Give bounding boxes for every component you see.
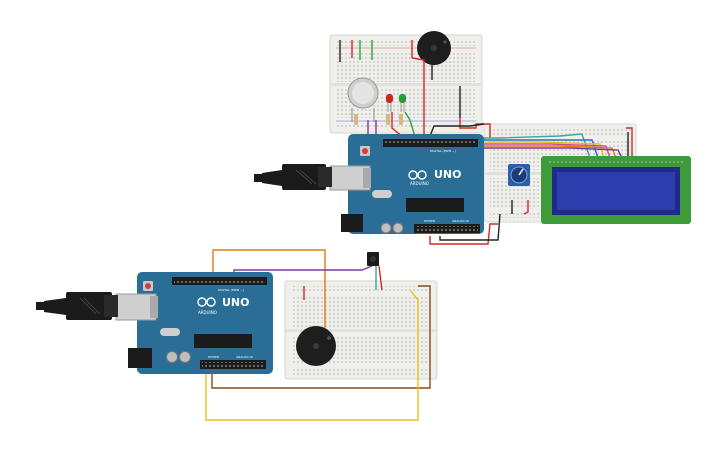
board-bottom-power-label: POWER [208, 355, 219, 359]
board-bottom-analog-label: ANALOG IN [236, 355, 253, 359]
buzzer-bottom[interactable] [296, 326, 336, 366]
board-top-analog-label: ANALOG IN [452, 219, 469, 223]
top-bb-wires [339, 40, 461, 118]
push-button[interactable] [367, 252, 379, 266]
board-top-logo [408, 170, 427, 180]
arduino-top[interactable]: UNO ARDUINO DIGITAL (PWM ~) POWER ANALOG… [329, 134, 484, 234]
board-top-digital-label: DIGITAL (PWM ~) [430, 149, 456, 153]
led-red[interactable] [386, 94, 393, 112]
lcd-display[interactable] [541, 156, 691, 224]
potentiometer[interactable] [508, 164, 530, 186]
board-bottom-brand: ARDUINO [198, 310, 217, 315]
usb-cable-bottom [36, 292, 118, 320]
resistors[interactable] [354, 114, 403, 125]
board-top-model: UNO [434, 168, 462, 181]
board-bottom-digital-label: DIGITAL (PWM ~) [218, 288, 244, 292]
buzzer-top[interactable] [417, 31, 451, 65]
board-bottom-logo [197, 297, 216, 307]
board-top-brand: ARDUINO [410, 181, 429, 186]
gas-sensor[interactable] [347, 77, 379, 122]
board-bottom-model: UNO [222, 296, 250, 309]
usb-cable-top [254, 164, 332, 190]
board-top-power-label: POWER [424, 219, 435, 223]
arduino-bottom[interactable]: UNO ARDUINO DIGITAL (PWM ~) POWER ANALOG… [115, 272, 273, 374]
led-green[interactable] [399, 94, 406, 112]
